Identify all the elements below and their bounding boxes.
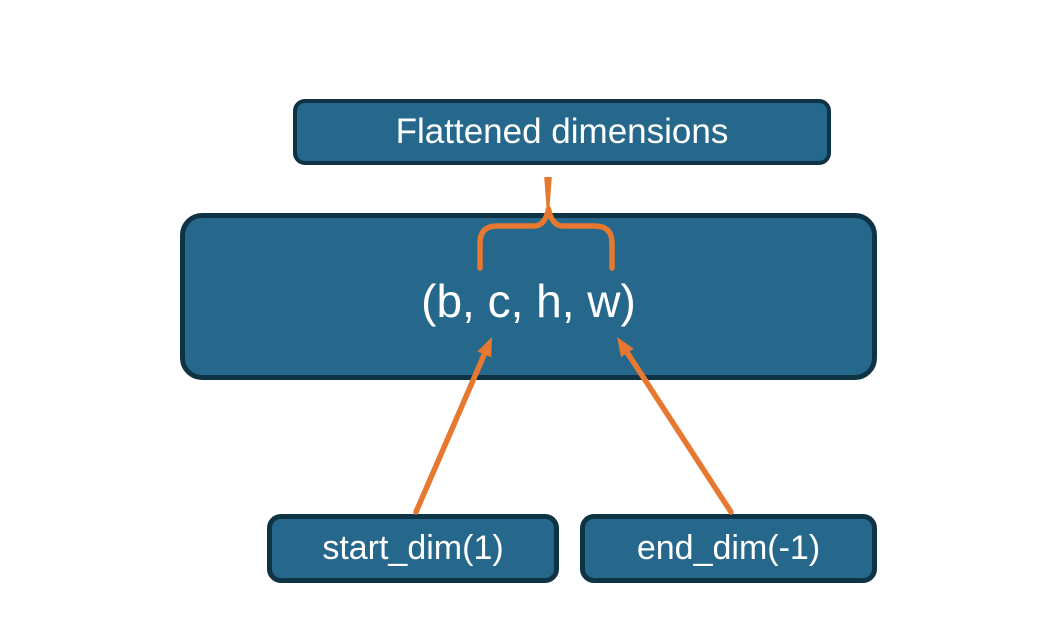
brace-stem (544, 177, 552, 212)
start-dim-box: start_dim(1) (267, 514, 559, 583)
tensor-shape-box: (b, c, h, w) (180, 213, 877, 380)
start-dim-label: start_dim(1) (322, 529, 504, 567)
end-dim-label: end_dim(-1) (636, 529, 821, 567)
tensor-shape-label: (b, c, h, w) (421, 274, 636, 327)
flattened-dimensions-box: Flattened dimensions (293, 99, 831, 165)
flattened-dimensions-label: Flattened dimensions (395, 112, 729, 151)
end-dim-box: end_dim(-1) (580, 514, 877, 583)
